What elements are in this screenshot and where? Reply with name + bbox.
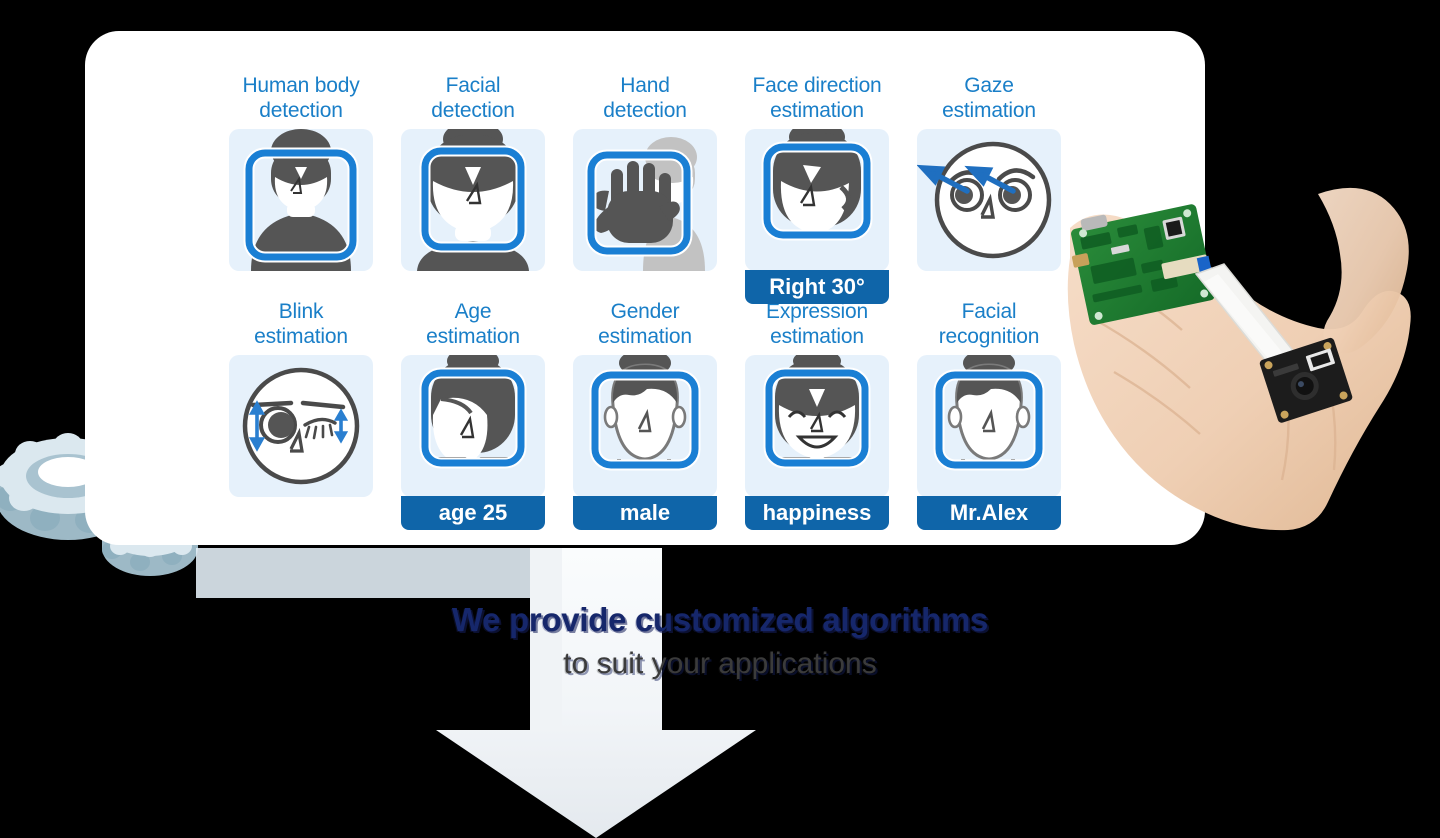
feature-gender-estimation[interactable]: Gender estimation <box>559 299 731 530</box>
feature-hand-detection[interactable]: Hand detection <box>559 73 731 299</box>
person-bbox-icon <box>229 129 373 271</box>
features-grid: Human body detection <box>85 31 1205 545</box>
feature-expression-estimation[interactable]: Expression estimation <box>731 299 903 530</box>
hand-bbox-icon <box>573 129 717 271</box>
feature-gaze-estimation[interactable]: Gaze estimation <box>903 73 1075 299</box>
feature-icon-wrap: age 25 <box>401 355 545 530</box>
male-face-bbox-icon <box>917 355 1061 497</box>
male-face-bbox-icon <box>573 355 717 497</box>
gaze-arrows-icon <box>917 129 1061 271</box>
features-panel: Human body detection <box>85 31 1205 545</box>
blink-eye-icon <box>229 355 373 497</box>
face-bbox-icon <box>401 355 545 497</box>
feature-human-body-detection[interactable]: Human body detection <box>215 73 387 299</box>
feature-icon-wrap: male <box>573 355 717 530</box>
feature-title: Facial detection <box>431 74 515 122</box>
face-bbox-icon <box>401 129 545 271</box>
feature-icon-wrap <box>573 129 717 271</box>
smiling-face-bbox-icon <box>745 355 889 497</box>
feature-blink-estimation[interactable]: Blink estimation <box>215 299 387 525</box>
down-arrow-graphic <box>196 540 896 838</box>
feature-facial-recognition[interactable]: Facial recognition <box>903 299 1075 530</box>
feature-icon-wrap: Mr.Alex <box>917 355 1061 530</box>
feature-tag: male <box>573 496 717 530</box>
feature-title: Face direction estimation <box>752 74 882 122</box>
feature-icon-wrap: Right 30° <box>745 129 889 304</box>
feature-title: Expression estimation <box>766 300 868 348</box>
feature-tag: age 25 <box>401 496 545 530</box>
feature-title: Gender estimation <box>598 300 692 348</box>
feature-face-direction-estimation[interactable]: Face direction estimation <box>731 73 903 304</box>
feature-title: Blink estimation <box>254 300 348 348</box>
feature-icon-wrap <box>401 129 545 271</box>
feature-title: Hand detection <box>603 74 687 122</box>
feature-title: Gaze estimation <box>942 74 1036 122</box>
feature-icon-wrap: happiness <box>745 355 889 530</box>
feature-tag: happiness <box>745 496 889 530</box>
feature-title: Age estimation <box>426 300 520 348</box>
feature-age-estimation[interactable]: Age estimation <box>387 299 559 530</box>
feature-title: Facial recognition <box>938 300 1040 348</box>
feature-title: Human body detection <box>242 74 360 122</box>
feature-icon-wrap <box>229 355 373 497</box>
feature-icon-wrap <box>917 129 1061 271</box>
feature-icon-wrap <box>229 129 373 271</box>
feature-facial-detection[interactable]: Facial detection <box>387 73 559 299</box>
hand-holding-camera-module-photo <box>1018 158 1440 562</box>
feature-tag: Mr.Alex <box>917 496 1061 530</box>
face-turned-bbox-icon <box>745 129 889 271</box>
feature-tag: Right 30° <box>745 270 889 304</box>
